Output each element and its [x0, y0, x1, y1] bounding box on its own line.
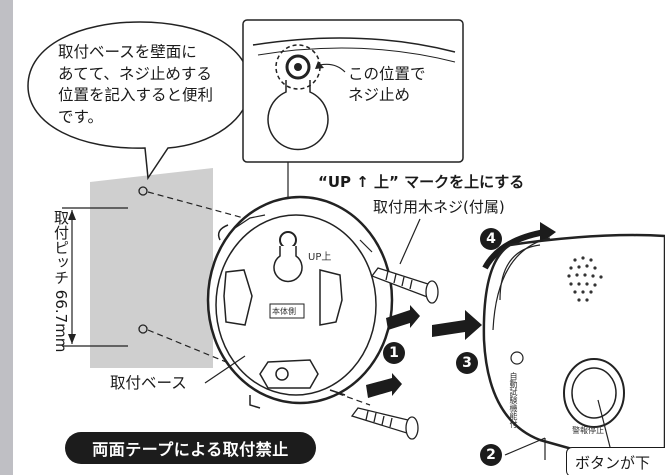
base-label: 取付ベース	[110, 374, 187, 392]
button-down-callout: ボタンが下	[566, 447, 665, 475]
base-up-mark: UP上	[308, 252, 332, 263]
bubble-line: あてて、ネジ止めする	[58, 64, 212, 83]
prohibit-banner: 両面テープによる取付禁止	[65, 432, 316, 464]
pitch-dimension	[62, 207, 128, 347]
left-edge-strip	[0, 0, 13, 475]
speaker-grille	[567, 256, 603, 302]
rotate-arrow	[482, 229, 546, 270]
pitch-label-line1: 取付ピッチ	[52, 210, 70, 285]
bubble-line: です。	[58, 107, 103, 126]
screw-label: 取付用木ネジ(付属)	[373, 198, 505, 216]
screw-leader	[399, 218, 421, 265]
bottom-leader	[504, 437, 546, 456]
bubble-line: 取付ベースを壁面に	[58, 43, 197, 61]
base-leader	[204, 355, 246, 384]
base-body-mark: 本体側	[272, 307, 296, 316]
alarm-unit-graphic	[482, 233, 665, 475]
step-3-badge: 3	[456, 352, 478, 374]
step-1-badge: 1	[383, 342, 405, 364]
bubble-text: 取付ベースを壁面に あてて、ネジ止めする 位置を記入すると便利 です。	[58, 42, 258, 128]
step-4-badge: 4	[480, 228, 502, 250]
alarm-stop-text: 警報停止	[572, 426, 604, 435]
up-mark-label: “UP ↑ 上” マークを上にする	[318, 173, 525, 191]
pitch-label: 取付ピッチ 66.7mm	[20, 210, 72, 352]
screw-top	[370, 267, 439, 304]
bubble-line: 位置を記入すると便利	[58, 86, 214, 104]
detail-box	[242, 19, 464, 163]
step-2-badge: 2	[480, 444, 502, 466]
speech-bubble	[27, 21, 251, 181]
detail-line: この位置で	[348, 65, 426, 83]
pitch-label-line2: 66.7mm	[52, 289, 70, 353]
wall-panel	[90, 168, 213, 368]
base-plate-graphic	[206, 195, 394, 409]
screw-bottom	[350, 407, 419, 440]
push-arrows	[366, 305, 482, 398]
alarm-side-text: 自動試験機能付	[509, 372, 518, 428]
detail-text: この位置で ネジ止め	[348, 64, 468, 106]
detail-line: ネジ止め	[348, 86, 411, 104]
